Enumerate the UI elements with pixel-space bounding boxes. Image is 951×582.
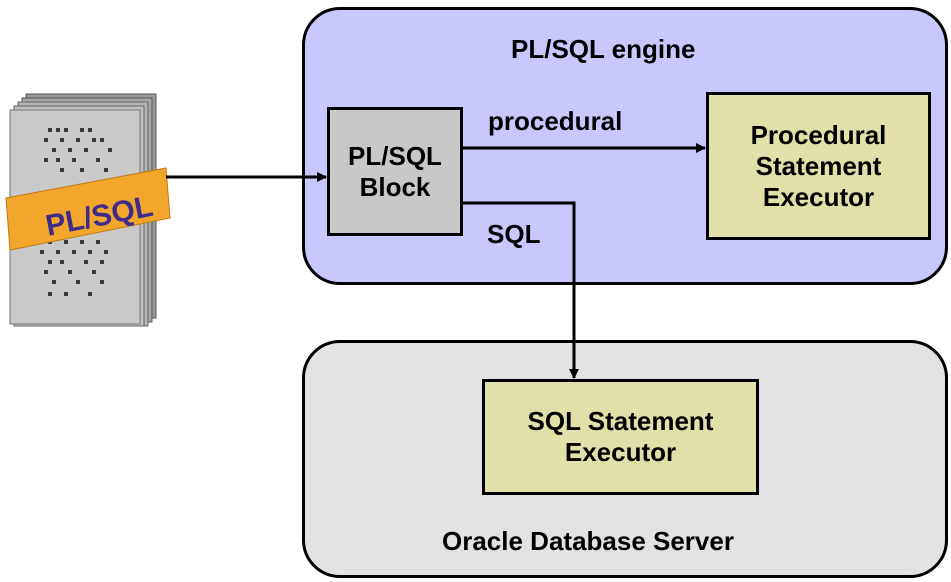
sql-statement-executor-box: SQL Statement Executor: [482, 379, 759, 495]
procedural-edge-label: procedural: [488, 106, 623, 136]
sql-arrow: [463, 201, 579, 379]
engine-title: PL/SQL engine: [511, 34, 696, 64]
server-title: Oracle Database Server: [442, 526, 734, 556]
procedural-statement-executor-box: Procedural Statement Executor: [706, 92, 931, 240]
sql-edge-label: SQL: [487, 219, 541, 249]
plsql-block-box: PL/SQL Block: [327, 107, 463, 236]
